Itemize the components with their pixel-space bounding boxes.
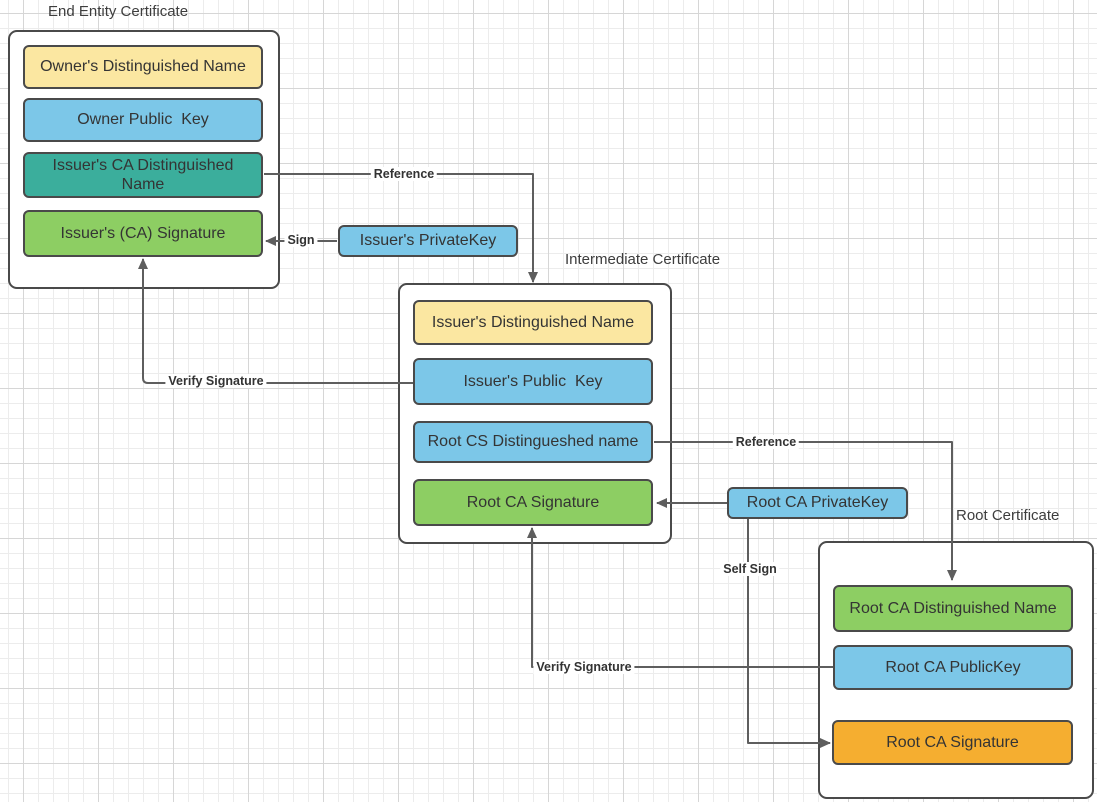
box-root-ca-privatekey: Root CA PrivateKey — [727, 487, 908, 519]
box-issuers-distinguished-name: Issuer's Distinguished Name — [413, 300, 653, 345]
edge-verify-signature-bottom — [527, 527, 833, 668]
box-root-ca-signature-intermediate: Root CA Signature — [413, 479, 653, 526]
label-verify-signature-bottom: Verify Signature — [533, 660, 635, 674]
box-issuers-public-key: Issuer's Public Key — [413, 358, 653, 405]
root-certificate-title: Root Certificate — [956, 507, 1060, 524]
end-entity-certificate-title: End Entity Certificate — [48, 3, 189, 20]
label-reference-top: Reference — [370, 167, 438, 181]
box-root-ca-publickey: Root CA PublicKey — [833, 645, 1073, 690]
box-root-cs-distingueshed-name: Root CS Distingueshed name — [413, 421, 653, 463]
label-self-sign: Self Sign — [720, 562, 780, 576]
label-sign: Sign — [284, 233, 318, 247]
label-verify-signature-left: Verify Signature — [165, 374, 267, 388]
intermediate-certificate-title: Intermediate Certificate — [565, 251, 721, 268]
box-issuers-ca-distinguished-name: Issuer's CA Distinguished Name — [23, 152, 263, 198]
box-root-ca-distinguished-name: Root CA Distinguished Name — [833, 585, 1073, 632]
box-issuers-ca-signature: Issuer's (CA) Signature — [23, 210, 263, 257]
box-owners-distinguished-name: Owner's Distinguished Name — [23, 45, 263, 89]
box-root-ca-signature-root: Root CA Signature — [832, 720, 1073, 765]
label-reference-bottom: Reference — [732, 435, 800, 449]
box-issuers-privatekey: Issuer's PrivateKey — [338, 225, 518, 257]
box-owner-public-key: Owner Public Key — [23, 98, 263, 142]
